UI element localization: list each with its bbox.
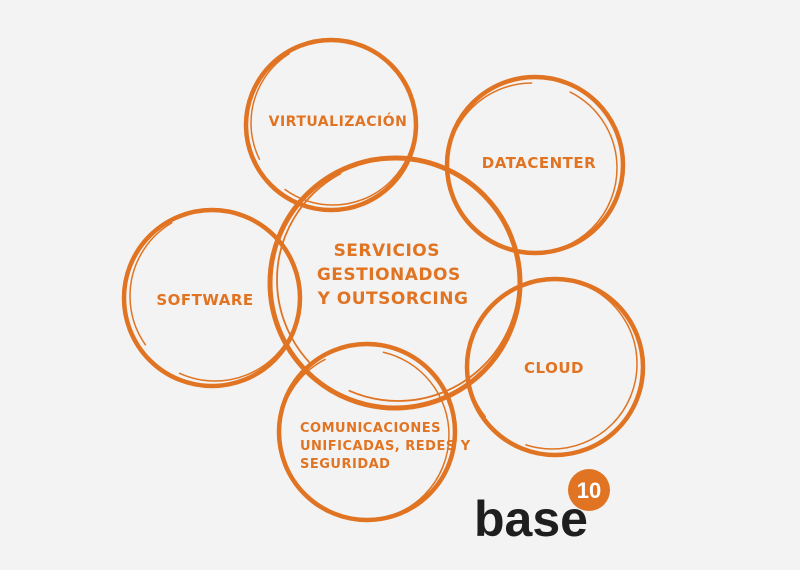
center-line-2: GESTIONADOS xyxy=(317,265,461,285)
circle-software xyxy=(121,207,303,389)
label-software: SOFTWARE xyxy=(156,291,253,309)
logo-number: 10 xyxy=(577,478,601,503)
center-line-3: Y OUTSORCING xyxy=(317,289,469,309)
center-label: SERVICIOS GESTIONADOS Y OUTSORCING xyxy=(317,241,469,309)
label-virtualizacion: VIRTUALIZACIÓN xyxy=(269,112,408,130)
label-datacenter: DATACENTER xyxy=(482,154,596,172)
label-cloud: CLOUD xyxy=(524,359,584,377)
comunicaciones-line-3: SEGURIDAD xyxy=(300,457,390,472)
circle-cloud xyxy=(464,276,646,458)
circle-virtualizacion xyxy=(243,37,419,213)
base10-logo: base 10 xyxy=(474,469,610,547)
logo-word: base xyxy=(474,491,588,547)
logo-badge xyxy=(568,469,610,511)
circle-center xyxy=(267,155,523,411)
circle-comunicaciones xyxy=(276,341,458,523)
comunicaciones-line-2: UNIFICADAS, REDES Y xyxy=(300,439,471,454)
label-comunicaciones: COMUNICACIONES UNIFICADAS, REDES Y SEGUR… xyxy=(300,421,476,472)
center-line-1: SERVICIOS xyxy=(334,241,440,261)
comunicaciones-line-1: COMUNICACIONES xyxy=(300,421,441,436)
